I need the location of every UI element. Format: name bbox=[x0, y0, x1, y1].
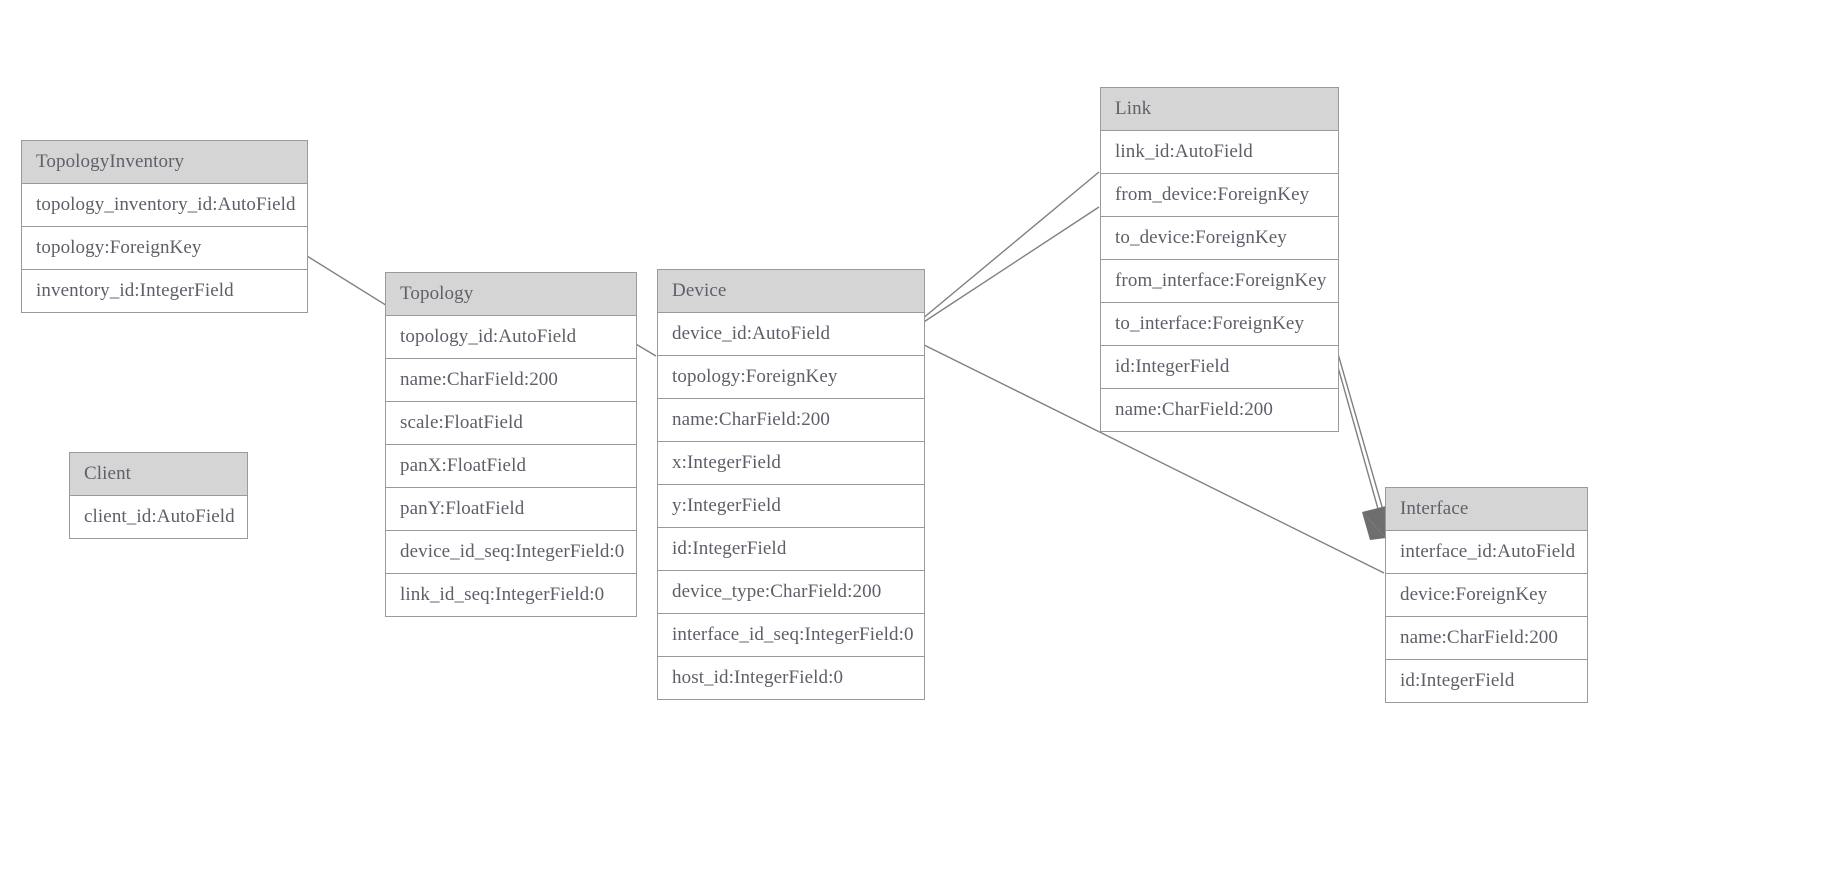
entity-field: device_id:AutoField bbox=[658, 313, 924, 356]
entity-field: from_interface:ForeignKey bbox=[1101, 260, 1338, 303]
entity-device[interactable]: Device device_id:AutoField topology:Fore… bbox=[657, 269, 925, 700]
entity-field: to_interface:ForeignKey bbox=[1101, 303, 1338, 346]
entity-field: name:CharField:200 bbox=[1386, 617, 1587, 660]
edge-link-to-device bbox=[909, 206, 1100, 332]
entity-field: name:CharField:200 bbox=[386, 359, 636, 402]
entity-field: panX:FloatField bbox=[386, 445, 636, 488]
entity-field: topology:ForeignKey bbox=[658, 356, 924, 399]
entity-title: Interface bbox=[1386, 488, 1587, 531]
entity-client[interactable]: Client client_id:AutoField bbox=[69, 452, 248, 539]
edge-link-from-device bbox=[909, 171, 1100, 330]
arrowhead-interface bbox=[1362, 506, 1386, 540]
entity-link[interactable]: Link link_id:AutoField from_device:Forei… bbox=[1100, 87, 1339, 432]
entity-field: link_id:AutoField bbox=[1101, 131, 1338, 174]
entity-interface[interactable]: Interface interface_id:AutoField device:… bbox=[1385, 487, 1588, 703]
entity-field: client_id:AutoField bbox=[70, 496, 247, 538]
entity-field: y:IntegerField bbox=[658, 485, 924, 528]
entity-field: interface_id_seq:IntegerField:0 bbox=[658, 614, 924, 657]
entity-field: panY:FloatField bbox=[386, 488, 636, 531]
entity-field: x:IntegerField bbox=[658, 442, 924, 485]
entity-field: device_id_seq:IntegerField:0 bbox=[386, 531, 636, 574]
entity-field: topology_inventory_id:AutoField bbox=[22, 184, 307, 227]
entity-title: Device bbox=[658, 270, 924, 313]
entity-field: id:IntegerField bbox=[1386, 660, 1587, 702]
entity-title: Link bbox=[1101, 88, 1338, 131]
entity-field: inventory_id:IntegerField bbox=[22, 270, 307, 312]
entity-title: Client bbox=[70, 453, 247, 496]
entity-topology[interactable]: Topology topology_id:AutoField name:Char… bbox=[385, 272, 637, 617]
entity-field: id:IntegerField bbox=[1101, 346, 1338, 389]
entity-title: Topology bbox=[386, 273, 636, 316]
entity-field: topology_id:AutoField bbox=[386, 316, 636, 359]
entity-field: host_id:IntegerField:0 bbox=[658, 657, 924, 699]
entity-field: from_device:ForeignKey bbox=[1101, 174, 1338, 217]
entity-field: to_device:ForeignKey bbox=[1101, 217, 1338, 260]
entity-field: interface_id:AutoField bbox=[1386, 531, 1587, 574]
entity-field: device_type:CharField:200 bbox=[658, 571, 924, 614]
entity-field: scale:FloatField bbox=[386, 402, 636, 445]
entity-topologyinventory[interactable]: TopologyInventory topology_inventory_id:… bbox=[21, 140, 308, 313]
entity-field: link_id_seq:IntegerField:0 bbox=[386, 574, 636, 616]
entity-title: TopologyInventory bbox=[22, 141, 307, 184]
entity-field: id:IntegerField bbox=[658, 528, 924, 571]
entity-field: device:ForeignKey bbox=[1386, 574, 1587, 617]
entity-field: topology:ForeignKey bbox=[22, 227, 307, 270]
entity-field: name:CharField:200 bbox=[1101, 389, 1338, 431]
entity-field: name:CharField:200 bbox=[658, 399, 924, 442]
